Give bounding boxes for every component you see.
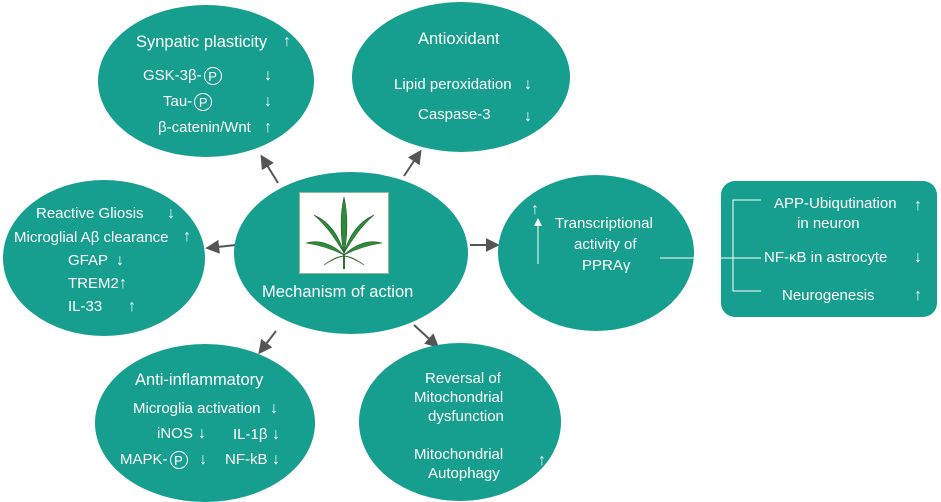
synaptic-row-gsk: GSK-3β-P: [143, 67, 224, 86]
inflammatory-title: Anti-inflammatory: [135, 371, 264, 389]
inflammatory-microglia-arrow: ↓: [270, 400, 278, 417]
gliosis-row-reactive-arrow: ↓: [167, 205, 175, 222]
gliosis-row-il33-arrow: ↑: [128, 298, 136, 315]
gliosis-row-trem2: TREM2: [68, 275, 119, 292]
gliosis-row-trem2-arrow: ↑: [119, 275, 127, 292]
inflammatory-inos-arrow: ↓: [198, 425, 206, 442]
antioxidant-title: Antioxidant: [418, 30, 500, 48]
ppar-effect-neurogenesis-arrow: ↑: [914, 287, 922, 304]
mito-line3: dysfunction: [428, 408, 504, 425]
ppar-effects-bracket: [732, 199, 761, 292]
node-ppar-effects: [721, 181, 937, 317]
arrow-to-gliosis: [205, 239, 237, 254]
ppar-arrow-head: [534, 218, 542, 226]
node-inflammatory: [95, 344, 315, 502]
inflammatory-mapk-arrow: ↓: [199, 451, 207, 468]
row-label: MAPK-: [120, 451, 168, 468]
mito-autophagy-line2: Autophagy: [428, 465, 500, 482]
mito-line2: Mitochondrial: [414, 389, 504, 406]
synaptic-title: Synpatic plasticity: [136, 33, 268, 51]
antioxidant-row-caspase: Caspase-3: [418, 106, 491, 123]
antioxidant-row-lipid: Lipid peroxidation: [394, 76, 512, 93]
node-mito: [359, 343, 561, 501]
ppar-effect-app-line1: APP-Ubiqutination: [774, 195, 897, 212]
inflammatory-microglia: Microglia activation: [133, 400, 261, 417]
synaptic-row-catenin: β-catenin/Wnt: [158, 119, 251, 136]
arrow-to-mito: [413, 324, 440, 348]
gliosis-row-reactive: Reactive Gliosis: [36, 205, 144, 222]
ppar-effect-nfkb-arrow: ↓: [914, 249, 922, 266]
phospho-icon: P: [194, 93, 213, 112]
gliosis-row-il33: IL-33: [68, 298, 103, 315]
inflammatory-il1b: IL-1β: [233, 426, 268, 443]
gliosis-row-microglial-arrow: ↑: [183, 228, 191, 245]
ppar-arrow: ↑: [531, 201, 539, 218]
inflammatory-mapk: MAPK-P: [120, 451, 190, 470]
ppar-effect-app-arrow: ↑: [914, 197, 922, 214]
arrow-to-synaptic: [260, 154, 279, 184]
inflammatory-nfkb-arrow: ↓: [272, 451, 280, 468]
gliosis-row-microglial: Microglial Aβ clearance: [14, 229, 169, 246]
gliosis-row-gfap-arrow: ↓: [116, 252, 124, 269]
node-ppar: [498, 175, 694, 331]
row-label: GSK-3β-: [143, 67, 202, 84]
antioxidant-row-lipid-arrow: ↓: [524, 76, 532, 93]
synaptic-title-arrow: ↑: [283, 33, 291, 50]
phospho-icon: P: [169, 451, 188, 470]
center-title: Mechanism of action: [262, 283, 414, 301]
ppar-effect-nfkb: NF-κB in astrocyte: [764, 249, 888, 266]
phospho-icon: P: [203, 67, 222, 86]
ppar-line2: activity of: [574, 236, 637, 253]
node-antioxidant: [352, 2, 570, 152]
arrow-to-antioxidant: [403, 149, 422, 177]
ppar-effect-neurogenesis: Neurogenesis: [782, 287, 875, 304]
ppar-line1: Transcriptional: [555, 215, 653, 232]
inflammatory-nfkb: NF-kB: [225, 451, 268, 468]
synaptic-row-catenin-arrow: ↑: [264, 119, 272, 136]
inflammatory-il1b-arrow: ↓: [272, 426, 280, 443]
mito-autophagy-line1: Mitochondrial: [414, 446, 504, 463]
ppar-effect-app-line2: in neuron: [797, 215, 860, 232]
antioxidant-row-caspase-arrow: ↓: [524, 108, 532, 125]
mito-line1: Reversal of: [425, 370, 501, 387]
mito-autophagy-arrow: ↑: [538, 452, 546, 469]
inflammatory-inos: iNOS: [157, 425, 193, 442]
node-gliosis: [3, 180, 205, 336]
synaptic-row-gsk-arrow: ↓: [264, 67, 272, 84]
synaptic-row-tau-arrow: ↓: [264, 93, 272, 110]
cannabis-leaf-icon: [299, 192, 389, 274]
arrow-to-inflammatory: [258, 330, 277, 355]
row-label: Tau-: [163, 93, 193, 110]
ppar-line3: PPRAγ: [582, 257, 631, 274]
gliosis-row-gfap: GFAP: [68, 252, 109, 269]
synaptic-row-tau: Tau-P: [163, 93, 214, 112]
